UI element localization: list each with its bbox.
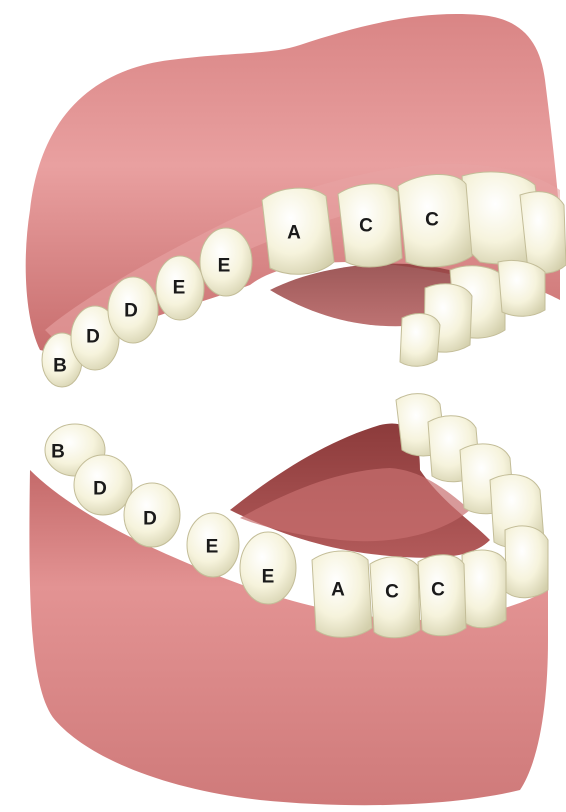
lower-tooth-label: C (431, 580, 445, 601)
upper-tooth-label: A (287, 223, 301, 244)
tooth (505, 526, 548, 598)
upper-arch: B D D E E A C C (26, 14, 566, 387)
lower-tooth-label: D (143, 509, 157, 530)
upper-tooth-label: D (124, 301, 138, 322)
upper-tooth-label: E (218, 256, 231, 277)
upper-tooth-label: B (53, 356, 67, 377)
tooth (498, 260, 545, 316)
tooth (400, 314, 440, 367)
lower-tooth-label: E (206, 537, 219, 558)
lower-tooth-label: B (51, 442, 65, 463)
lower-tooth-label: E (262, 567, 275, 588)
lower-tooth-label: C (385, 582, 399, 603)
lower-arch: B D D E E A C C (29, 394, 548, 806)
upper-tooth-label: D (86, 327, 100, 348)
upper-tooth-label: C (425, 210, 439, 231)
tooth (462, 550, 506, 628)
lower-tooth-label: D (93, 479, 107, 500)
upper-tooth-label: C (359, 216, 373, 237)
tooth (520, 192, 566, 274)
upper-tooth-label: E (173, 278, 186, 299)
lower-tooth-label: A (331, 580, 345, 601)
